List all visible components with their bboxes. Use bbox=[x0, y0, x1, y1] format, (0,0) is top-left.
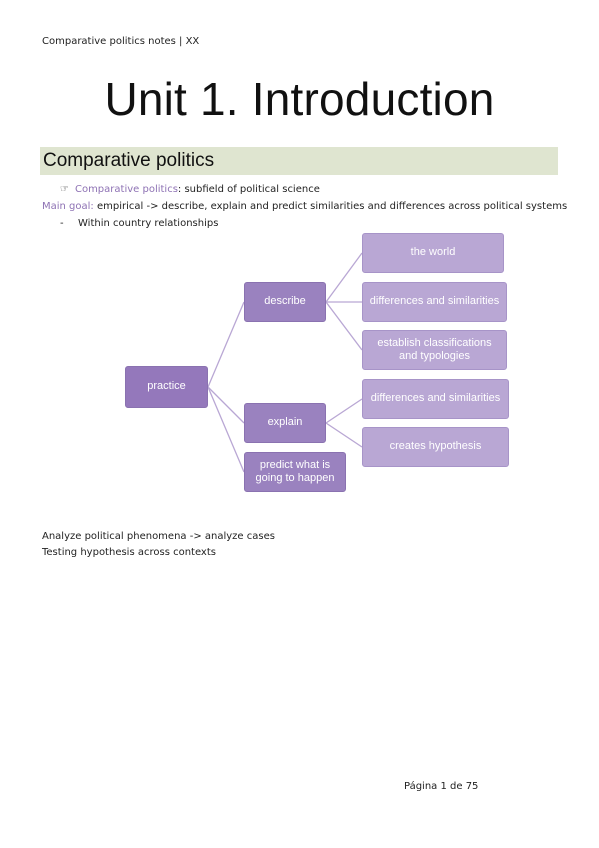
diagram-node-predict: predict what is going to happen bbox=[244, 452, 346, 492]
section-heading-bar bbox=[40, 147, 558, 175]
main-goal-text: empirical -> describe, explain and predi… bbox=[93, 201, 568, 212]
section-title: Comparative politics bbox=[43, 150, 215, 171]
diagram-node-classifications: establish classifications and typologies bbox=[362, 330, 507, 370]
diagram-node-differences-similarities-1: differences and similarities bbox=[362, 282, 507, 322]
connector-explain-diffsim bbox=[325, 398, 363, 424]
main-goal-label: Main goal: bbox=[42, 201, 94, 212]
sub-bullet-line: - Within country relationships bbox=[60, 218, 218, 229]
connector-practice-explain bbox=[207, 386, 245, 424]
main-goal-line: Main goal: empirical -> describe, explai… bbox=[42, 201, 567, 212]
diagram-node-creates-hypothesis: creates hypothesis bbox=[362, 427, 509, 467]
pointing-hand-icon: ☞ bbox=[60, 184, 69, 195]
page-number: Página 1 de 75 bbox=[404, 781, 479, 792]
diagram-node-practice: practice bbox=[125, 366, 208, 408]
page-title: Unit 1. Introduction bbox=[104, 73, 495, 125]
bullet-term: Comparative politics bbox=[74, 184, 178, 195]
connector-describe-classifications bbox=[325, 301, 363, 351]
diagram-node-explain: explain bbox=[244, 403, 326, 443]
body-line-analyze: Analyze political phenomena -> analyze c… bbox=[42, 531, 275, 542]
diagram-node-differences-similarities-2: differences and similarities bbox=[362, 379, 509, 419]
connector-practice-predict bbox=[207, 386, 245, 473]
connector-describe-world bbox=[325, 252, 363, 303]
bullet-text: : subfield of political science bbox=[177, 184, 320, 195]
sub-bullet-text: Within country relationships bbox=[78, 218, 219, 229]
sub-bullet-marker: - bbox=[60, 218, 64, 229]
bullet-line: ☞ Comparative politics: subfield of polit… bbox=[60, 184, 320, 195]
connector-practice-describe bbox=[207, 301, 245, 388]
diagram-node-describe: describe bbox=[244, 282, 326, 322]
body-line-testing: Testing hypothesis across contexts bbox=[42, 547, 216, 558]
document-header: Comparative politics notes | XX bbox=[42, 36, 200, 47]
connector-explain-hypothesis bbox=[325, 422, 363, 448]
diagram-node-the-world: the world bbox=[362, 233, 504, 273]
